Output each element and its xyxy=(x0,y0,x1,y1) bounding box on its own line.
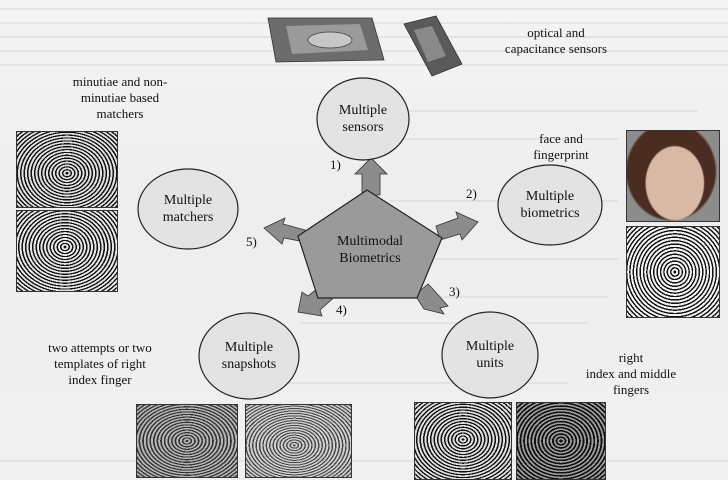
node-multiple-biometrics: Multiple biometrics xyxy=(498,181,602,229)
face-photo xyxy=(626,130,720,222)
node-label-line2: sensors xyxy=(342,120,384,135)
fingerprint-snapshot-image-2 xyxy=(245,404,352,478)
center-label-line2: Biometrics xyxy=(339,251,401,266)
ellipse-multiple-sensors xyxy=(316,77,410,161)
annotation-snapshots: two attempts or two templates of right i… xyxy=(20,340,180,388)
ellipse-multiple-biometrics xyxy=(497,164,603,246)
node-multiple-snapshots: Multiple snapshots xyxy=(199,332,299,380)
pentagon-multimodal-biometrics xyxy=(297,189,443,299)
node-label-line2: matchers xyxy=(162,210,214,225)
annotation-line: matchers xyxy=(96,106,144,121)
annotation-line: capacitance sensors xyxy=(504,41,608,56)
fingerprint-matcher-image-2 xyxy=(16,210,118,292)
annotation-sensors: optical and capacitance sensors xyxy=(476,25,636,57)
optical-sensor-image xyxy=(267,17,385,63)
annotation-line: right xyxy=(618,350,644,365)
node-label-line2: units xyxy=(476,356,504,371)
annotation-line: minutiae and non- xyxy=(72,74,168,89)
node-label-line1: Multiple xyxy=(465,339,515,354)
number-3: 3) xyxy=(449,284,460,299)
fingerprint-matcher-image-1 xyxy=(16,131,118,208)
fingerprint-unit-image-1 xyxy=(414,402,512,480)
annotation-line: fingerprint xyxy=(533,147,589,162)
annotation-line: optical and xyxy=(527,25,585,40)
number-4: 4) xyxy=(336,302,347,317)
fingerprint-biometric-image xyxy=(626,226,720,318)
fingerprint-snapshot-image-1 xyxy=(136,404,238,478)
capacitance-sensor-image xyxy=(403,15,463,77)
ellipse-multiple-snapshots xyxy=(198,312,300,400)
node-label-line2: snapshots xyxy=(221,357,277,372)
number-2: 2) xyxy=(466,186,477,201)
node-multiple-matchers: Multiple matchers xyxy=(138,185,238,233)
center-label: Multimodal Biometrics xyxy=(318,228,422,272)
fingerprint-unit-image-2 xyxy=(516,402,606,480)
annotation-line: index finger xyxy=(68,372,132,387)
annotation-line: templates of right xyxy=(54,356,146,371)
center-label-line1: Multimodal xyxy=(336,234,404,249)
annotation-line: fingers xyxy=(612,382,650,397)
node-label-line1: Multiple xyxy=(525,189,575,204)
annotation-matchers: minutiae and non- minutiae based matcher… xyxy=(40,74,200,122)
annotation-biometrics: face and fingerprint xyxy=(506,131,616,163)
number-1: 1) xyxy=(330,157,341,172)
annotation-line: two attempts or two xyxy=(48,340,152,355)
node-label-line1: Multiple xyxy=(338,103,388,118)
node-label-line1: Multiple xyxy=(163,193,213,208)
annotation-line: minutiae based xyxy=(80,90,160,105)
arrow-to-sensors xyxy=(354,157,388,196)
node-label-line2: biometrics xyxy=(520,206,580,221)
ellipse-multiple-matchers xyxy=(137,168,239,250)
node-label-line1: Multiple xyxy=(224,340,274,355)
node-multiple-sensors: Multiple sensors xyxy=(317,95,409,143)
node-multiple-units: Multiple units xyxy=(442,331,538,379)
arrow-to-units xyxy=(414,283,449,315)
annotation-line: face and xyxy=(539,131,583,146)
arrow-to-biometrics xyxy=(435,211,479,241)
ellipse-multiple-units xyxy=(441,311,539,399)
annotation-line: index and middle xyxy=(585,366,677,381)
number-5: 5) xyxy=(246,234,257,249)
annotation-units: right index and middle fingers xyxy=(566,350,696,398)
